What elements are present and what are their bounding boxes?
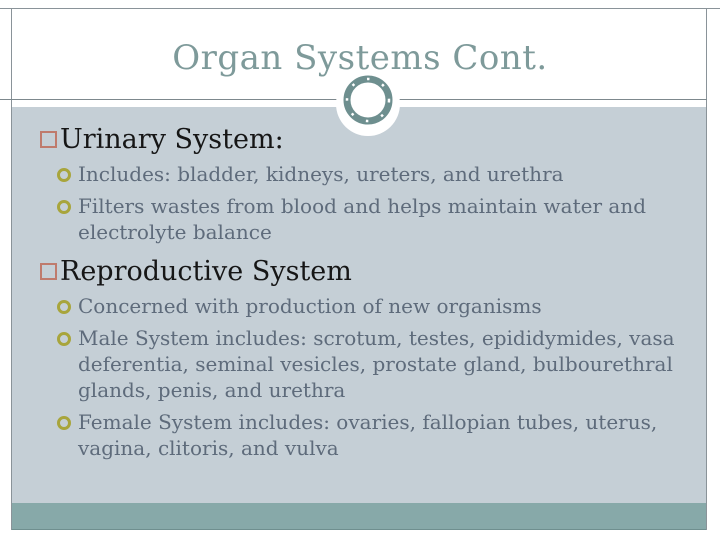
- section-heading-urinary: Urinary System:: [40, 122, 688, 158]
- circle-bullet-icon: [57, 416, 71, 430]
- frame-left-line: [11, 8, 12, 530]
- bullet-item: Male System includes: scrotum, testes, e…: [57, 325, 688, 403]
- bullet-line: Male System includes: scrotum, testes, e…: [78, 326, 675, 350]
- circle-bullet-icon: [57, 332, 71, 346]
- bullet-line: deferentia, seminal vesicles, prostate g…: [78, 352, 673, 376]
- bullet-text: Concerned with production of new organis…: [78, 293, 542, 319]
- bullet-item: Filters wastes from blood and helps main…: [57, 193, 688, 245]
- bullet-line: electrolyte balance: [78, 220, 272, 244]
- bullet-line: Includes: bladder, kidneys, ureters, and…: [78, 162, 564, 186]
- beaded-ring-ornament-icon: [334, 68, 402, 136]
- bullet-line: Female System includes: ovaries, fallopi…: [78, 410, 658, 434]
- circle-bullet-icon: [57, 200, 71, 214]
- circle-bullet-icon: [57, 168, 71, 182]
- frame-top-line: [0, 8, 720, 9]
- circle-bullet-icon: [57, 300, 71, 314]
- bullet-text: Male System includes: scrotum, testes, e…: [78, 325, 675, 403]
- square-bullet-icon: [40, 131, 57, 148]
- bullet-item: Concerned with production of new organis…: [57, 293, 688, 319]
- bullet-item: Includes: bladder, kidneys, ureters, and…: [57, 161, 688, 187]
- slide-title: Organ Systems Cont.: [172, 38, 548, 78]
- bullet-line: vagina, clitoris, and vulva: [78, 436, 339, 460]
- frame-right-line: [706, 8, 707, 530]
- section-heading-reproductive: Reproductive System: [40, 254, 688, 290]
- bullet-line: Filters wastes from blood and helps main…: [78, 194, 646, 218]
- section-heading-label: Reproductive System: [60, 256, 352, 287]
- slide-body: Urinary System: Includes: bladder, kidne…: [12, 107, 706, 503]
- bullet-text: Includes: bladder, kidneys, ureters, and…: [78, 161, 564, 187]
- section-heading-label: Urinary System:: [60, 124, 284, 155]
- bullet-line: Concerned with production of new organis…: [78, 294, 542, 318]
- bullet-text: Female System includes: ovaries, fallopi…: [78, 409, 657, 461]
- footer-accent-bar: [12, 503, 706, 530]
- bullet-text: Filters wastes from blood and helps main…: [78, 193, 646, 245]
- bullet-item: Female System includes: ovaries, fallopi…: [57, 409, 688, 461]
- bullet-line: glands, penis, and urethra: [78, 378, 346, 402]
- square-bullet-icon: [40, 263, 57, 280]
